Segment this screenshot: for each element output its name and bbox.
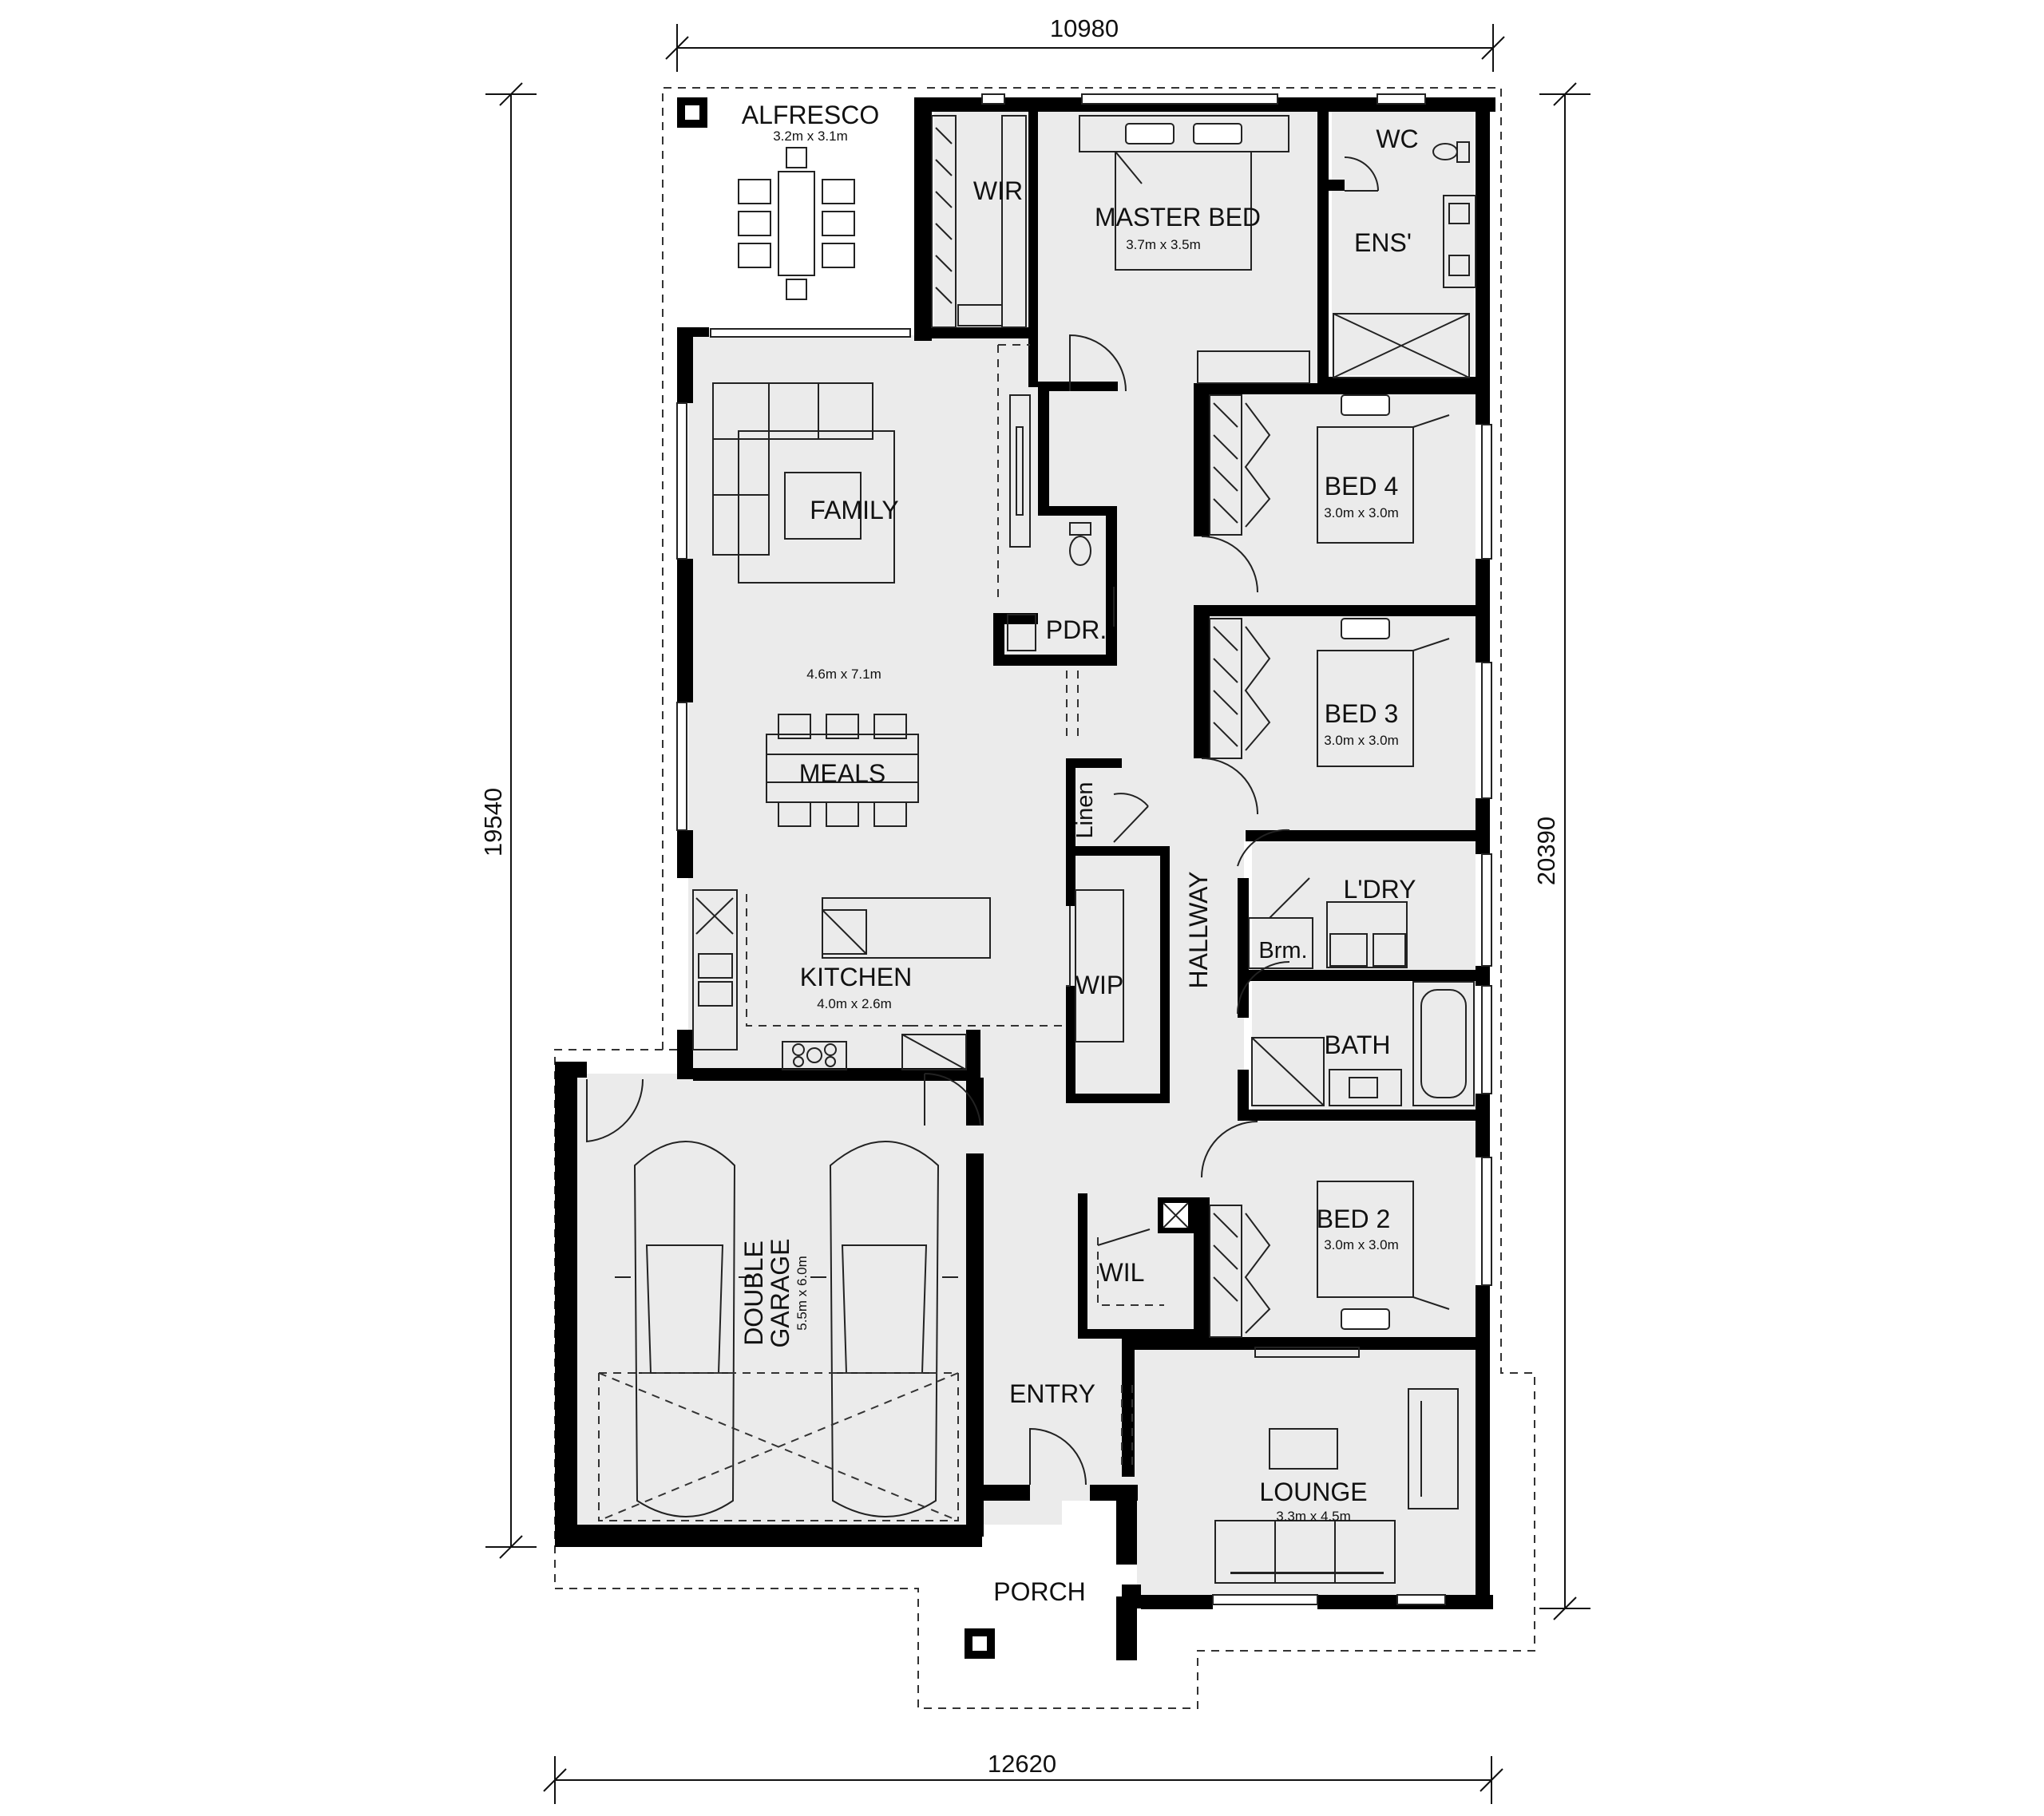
- dimension-top: 10980: [665, 14, 1505, 72]
- bed3-bed-icon: [1209, 618, 1450, 767]
- sofa-icon: [712, 382, 895, 584]
- dimension-top-label: 10980: [1050, 14, 1119, 42]
- bath-label: BATH: [1325, 1031, 1391, 1059]
- pdr-label: PDR.: [1046, 615, 1107, 644]
- garage-label-line2: GARAGE: [766, 1239, 794, 1348]
- family-label: FAMILY: [810, 496, 898, 524]
- floors: [567, 112, 1476, 1596]
- master-bed-icon: [1079, 115, 1310, 384]
- dimension-left: 19540: [479, 82, 537, 1559]
- family-meals-size: 4.6m x 7.1m: [806, 667, 881, 682]
- bed3-label: BED 3: [1325, 699, 1398, 728]
- linen-label: Linen: [1072, 782, 1098, 839]
- alfresco-label: ALFRESCO: [742, 101, 879, 129]
- master-bed-size: 3.7m x 3.5m: [1126, 237, 1201, 252]
- laundry-fixtures-icon: [1248, 877, 1408, 969]
- bed4-bed-icon: [1209, 394, 1450, 544]
- kitchen-label: KITCHEN: [800, 963, 912, 991]
- bed2-bed-icon: [1158, 1181, 1450, 1338]
- bed4-size: 3.0m x 3.0m: [1324, 505, 1399, 520]
- bath-fixtures-icon: [1251, 981, 1475, 1106]
- toilet-icon: [1432, 141, 1470, 163]
- porch-label: PORCH: [993, 1577, 1086, 1606]
- dimension-bottom: 12620: [543, 1750, 1503, 1804]
- tv-unit-icon: [1009, 394, 1031, 548]
- wil-label: WIL: [1099, 1258, 1145, 1287]
- alfresco-size: 3.2m x 3.1m: [773, 129, 848, 144]
- ensuite-fixtures-icon: [1333, 156, 1476, 378]
- garage-door-icon: [598, 1372, 959, 1521]
- entry-label: ENTRY: [1009, 1379, 1095, 1408]
- eave-outline: [554, 87, 1535, 1709]
- lounge-furniture-icon: [1214, 1347, 1459, 1584]
- wip-label: WIP: [1075, 971, 1123, 999]
- kitchen-size: 4.0m x 2.6m: [817, 996, 892, 1011]
- walls: [555, 97, 1495, 1660]
- brm-label: Brm.: [1258, 938, 1307, 963]
- garage-label-line1: DOUBLE: [739, 1240, 768, 1346]
- bed4-label: BED 4: [1325, 472, 1398, 500]
- kitchen-island-icon: [822, 897, 991, 959]
- door-swings: [586, 334, 1290, 1486]
- room-labels: ALFRESCO 3.2m x 3.1m WIR MASTER BED 3.7m…: [739, 101, 1419, 1606]
- lounge-size: 3.3m x 4.5m: [1276, 1509, 1351, 1524]
- lounge-label: LOUNGE: [1259, 1478, 1367, 1506]
- dimension-bottom-label: 12620: [988, 1750, 1056, 1778]
- dimension-right-label: 20390: [1532, 817, 1560, 885]
- windows: [676, 93, 1492, 1605]
- kitchen-bench-icon: [692, 344, 1062, 1070]
- alfresco-table-icon: [738, 147, 855, 300]
- car-icon: [615, 1141, 755, 1517]
- dining-table-icon: [766, 714, 919, 827]
- dimension-right: 20390: [1532, 82, 1590, 1620]
- linen-cupboard-icon: [1113, 793, 1149, 843]
- powder-room-fixtures-icon: [1007, 522, 1115, 651]
- wir-label: WIR: [973, 176, 1023, 205]
- wil-shelving-icon: [1097, 1228, 1164, 1306]
- wir-shelving-icon: [931, 115, 1027, 328]
- bed2-label: BED 2: [1317, 1205, 1390, 1233]
- ens-label: ENS': [1354, 228, 1412, 257]
- ldry-label: L'DRY: [1344, 875, 1416, 904]
- meals-label: MEALS: [799, 759, 885, 788]
- bed3-size: 3.0m x 3.0m: [1324, 733, 1399, 748]
- garage-size: 5.5m x 6.0m: [794, 1256, 810, 1331]
- pantry-shelving-icon: [1069, 889, 1124, 1043]
- wc-label: WC: [1376, 125, 1418, 153]
- hallway-label: HALLWAY: [1184, 872, 1213, 989]
- bed2-size: 3.0m x 3.0m: [1324, 1237, 1399, 1252]
- master-bed-label: MASTER BED: [1095, 203, 1261, 231]
- dimension-left-label: 19540: [479, 788, 507, 857]
